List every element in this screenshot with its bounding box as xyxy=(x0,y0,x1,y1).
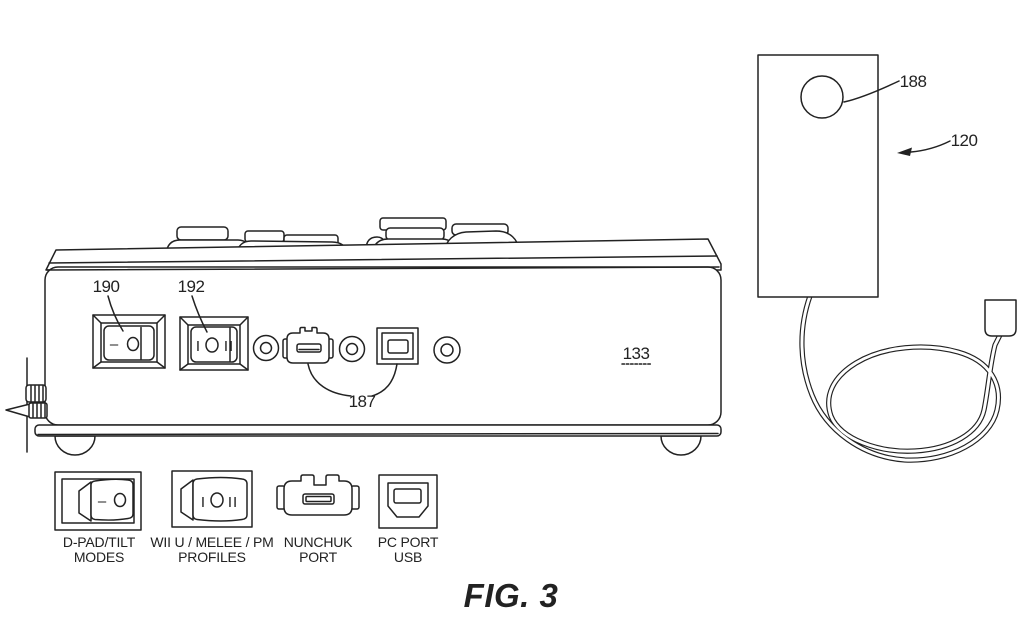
ref-label-120: 120 xyxy=(951,131,978,150)
dongle-body xyxy=(757,54,879,298)
legend-item-usb: PC PORT USB xyxy=(378,474,439,565)
ref-label-192: 192 xyxy=(178,277,205,296)
switch-circle-symbol xyxy=(210,492,224,508)
figure-caption: FIG. 3 xyxy=(464,577,559,614)
nunchuk-port xyxy=(282,326,334,364)
legend-label-line1: PC PORT xyxy=(378,534,439,550)
switch-circle-symbol xyxy=(126,336,140,352)
switch-one-symbol: I xyxy=(196,338,200,355)
plug-ribs xyxy=(30,385,46,418)
legend-label-line1: D-PAD/TILT xyxy=(63,534,136,550)
switch-one-symbol: I xyxy=(201,494,205,511)
wireless-dongle: 188 120 xyxy=(757,54,1017,463)
top-surface-seam xyxy=(48,255,718,264)
switch-circle-symbol xyxy=(113,492,127,508)
panel-top-edge xyxy=(46,266,720,271)
rocker-switch-2pos-icon: – xyxy=(54,471,142,531)
top-button-cap xyxy=(176,226,229,241)
frame-bevels xyxy=(179,316,249,371)
sync-button xyxy=(800,75,844,119)
top-button-cap xyxy=(385,227,445,241)
plug-tip xyxy=(5,403,31,418)
ref-187: 187 xyxy=(307,363,398,411)
side-cable-plugs xyxy=(5,357,48,453)
leader-line xyxy=(910,140,951,153)
rocker-switch-dpad: – xyxy=(92,314,166,369)
cable-connector xyxy=(984,299,1017,337)
base-bottom-edge xyxy=(37,432,719,436)
legend-label-line1: WII U / MELEE / PM xyxy=(150,534,273,550)
rocker xyxy=(190,326,238,363)
rocker-switch-profiles: I II xyxy=(179,316,249,371)
ref-120: 120 xyxy=(897,131,978,156)
legend-label-line2: USB xyxy=(394,549,422,565)
ref-133: 133 xyxy=(621,344,652,365)
base xyxy=(34,424,722,456)
ref-188: 188 xyxy=(843,72,927,103)
legend-item-dpad-modes: – D-PAD/TILT MODES xyxy=(54,471,142,565)
switch-two-symbol: II xyxy=(228,494,238,511)
arrowhead-icon xyxy=(897,147,912,156)
dongle-cable xyxy=(799,295,1003,463)
nunchuk-port-icon xyxy=(276,474,360,516)
legend-item-profiles: I II WII U / MELEE / PM PROFILES xyxy=(150,470,274,565)
cable-core xyxy=(800,295,1002,462)
ref-label-133: 133 xyxy=(623,344,650,363)
legend-label-line2: PROFILES xyxy=(178,549,246,565)
round-port-3 xyxy=(433,336,461,364)
usb-b-port-icon xyxy=(378,474,438,529)
leader-line xyxy=(843,80,900,103)
cable-outline xyxy=(799,295,1003,463)
legend-label-line1: NUNCHUK xyxy=(284,534,353,550)
ref-190: 190 xyxy=(93,277,124,332)
legend-label-line2: PORT xyxy=(299,549,337,565)
switch-circle-symbol xyxy=(205,337,219,353)
legend-label-line2: MODES xyxy=(74,549,124,565)
round-port-1 xyxy=(252,334,280,362)
usb-tongue xyxy=(387,339,409,354)
frame-bevels xyxy=(92,314,166,369)
round-port-2 xyxy=(338,335,366,363)
legend-item-nunchuk: NUNCHUK PORT xyxy=(276,474,360,565)
adapter-box: – I II xyxy=(5,217,722,456)
ref-label-188: 188 xyxy=(900,72,927,91)
leader-line xyxy=(191,295,208,333)
ref-label-187: 187 xyxy=(349,392,376,411)
ref-192: 192 xyxy=(178,277,208,333)
rocker-switch-3pos-icon: I II xyxy=(171,470,253,528)
switch-dash-symbol: – xyxy=(98,493,107,510)
switch-dash-symbol: – xyxy=(110,336,119,353)
legend: – D-PAD/TILT MODES I II WII U / MELEE / … xyxy=(54,470,439,565)
ref-label-190: 190 xyxy=(93,277,120,296)
right-foot xyxy=(660,435,702,456)
usb-port xyxy=(376,327,419,365)
port-slot xyxy=(296,343,322,353)
left-foot xyxy=(54,435,96,456)
switch-two-symbol: II xyxy=(224,338,234,355)
leader-lines xyxy=(307,363,398,397)
leader-line xyxy=(107,295,124,332)
